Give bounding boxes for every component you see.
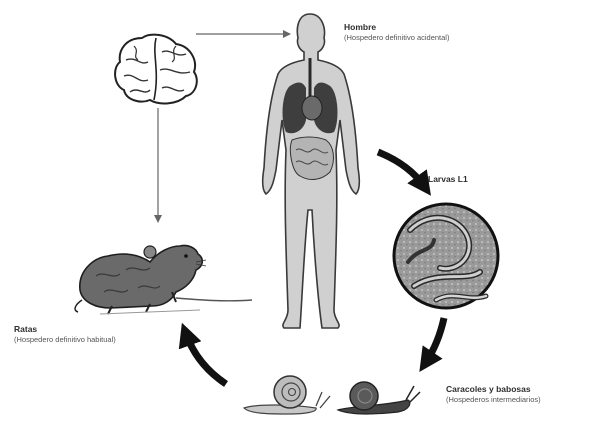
- larvae-to-snail-arrow: [426, 318, 444, 362]
- snails-label: Caracoles y babosas (Hospederos intermed…: [446, 384, 541, 404]
- human-label-title: Hombre: [344, 22, 449, 33]
- snails-label-subtitle: (Hospederos intermediarios): [446, 395, 541, 404]
- rats-label: Ratas (Hospedero definitivo habitual): [14, 324, 116, 344]
- human-label-subtitle: (Hospedero definitivo acidental): [344, 33, 449, 42]
- human-to-larvae-arrow: [378, 152, 424, 186]
- rats-label-title: Ratas: [14, 324, 116, 335]
- snails-label-title: Caracoles y babosas: [446, 384, 541, 395]
- human-label: Hombre (Hospedero definitivo acidental): [344, 22, 449, 42]
- human-body-icon: [263, 14, 360, 328]
- rats-label-subtitle: (Hospedero definitivo habitual): [14, 335, 116, 344]
- snail-to-rat-arrow: [186, 334, 226, 384]
- snail-icon: [244, 376, 420, 414]
- brain-icon: [115, 35, 197, 104]
- larvae-label: Larvas L1: [428, 174, 468, 184]
- rat-icon: [75, 245, 252, 314]
- larvae-icon: [394, 204, 498, 308]
